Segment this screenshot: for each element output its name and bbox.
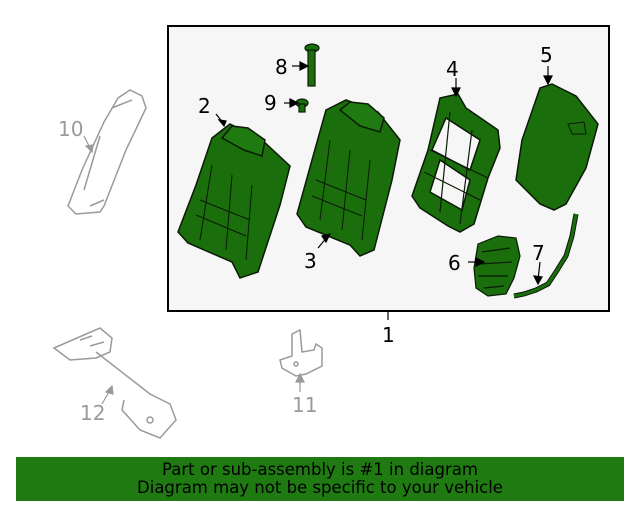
part-6-clip-set[interactable] (473, 235, 521, 297)
part-8-bolt[interactable] (304, 43, 320, 87)
banner-line-2: Diagram may not be specific to your vehi… (137, 478, 503, 497)
part-7-wire-harness[interactable] (513, 213, 579, 299)
callout-12: 12 (80, 401, 105, 425)
banner-line-1: Part or sub-assembly is #1 in diagram (162, 460, 478, 479)
callout-6: 6 (448, 251, 461, 275)
part-5-back-board[interactable] (515, 83, 599, 211)
leader-lines (215, 61, 553, 320)
callout-8: 8 (275, 55, 288, 79)
part-2-seat-back-cover[interactable] (177, 123, 291, 279)
part-11-bracket[interactable] (279, 328, 323, 377)
callout-2: 2 (198, 94, 211, 118)
callout-3: 3 (304, 249, 317, 273)
callout-7: 7 (532, 241, 545, 265)
callout-11: 11 (292, 393, 317, 417)
part-4-seat-back-frame[interactable] (411, 93, 501, 233)
callout-1: 1 (382, 323, 395, 347)
callout-5: 5 (540, 43, 553, 67)
part-3-seat-back-pad[interactable] (296, 99, 401, 257)
muted-leader-lines (83, 135, 305, 405)
part-12-striker-bracket[interactable] (52, 327, 177, 439)
part-10-armrest[interactable] (67, 89, 147, 215)
callout-4: 4 (446, 57, 459, 81)
callout-10: 10 (58, 117, 83, 141)
disclaimer-banner: Part or sub-assembly is #1 in diagram Di… (16, 457, 624, 501)
callout-9: 9 (264, 91, 277, 115)
